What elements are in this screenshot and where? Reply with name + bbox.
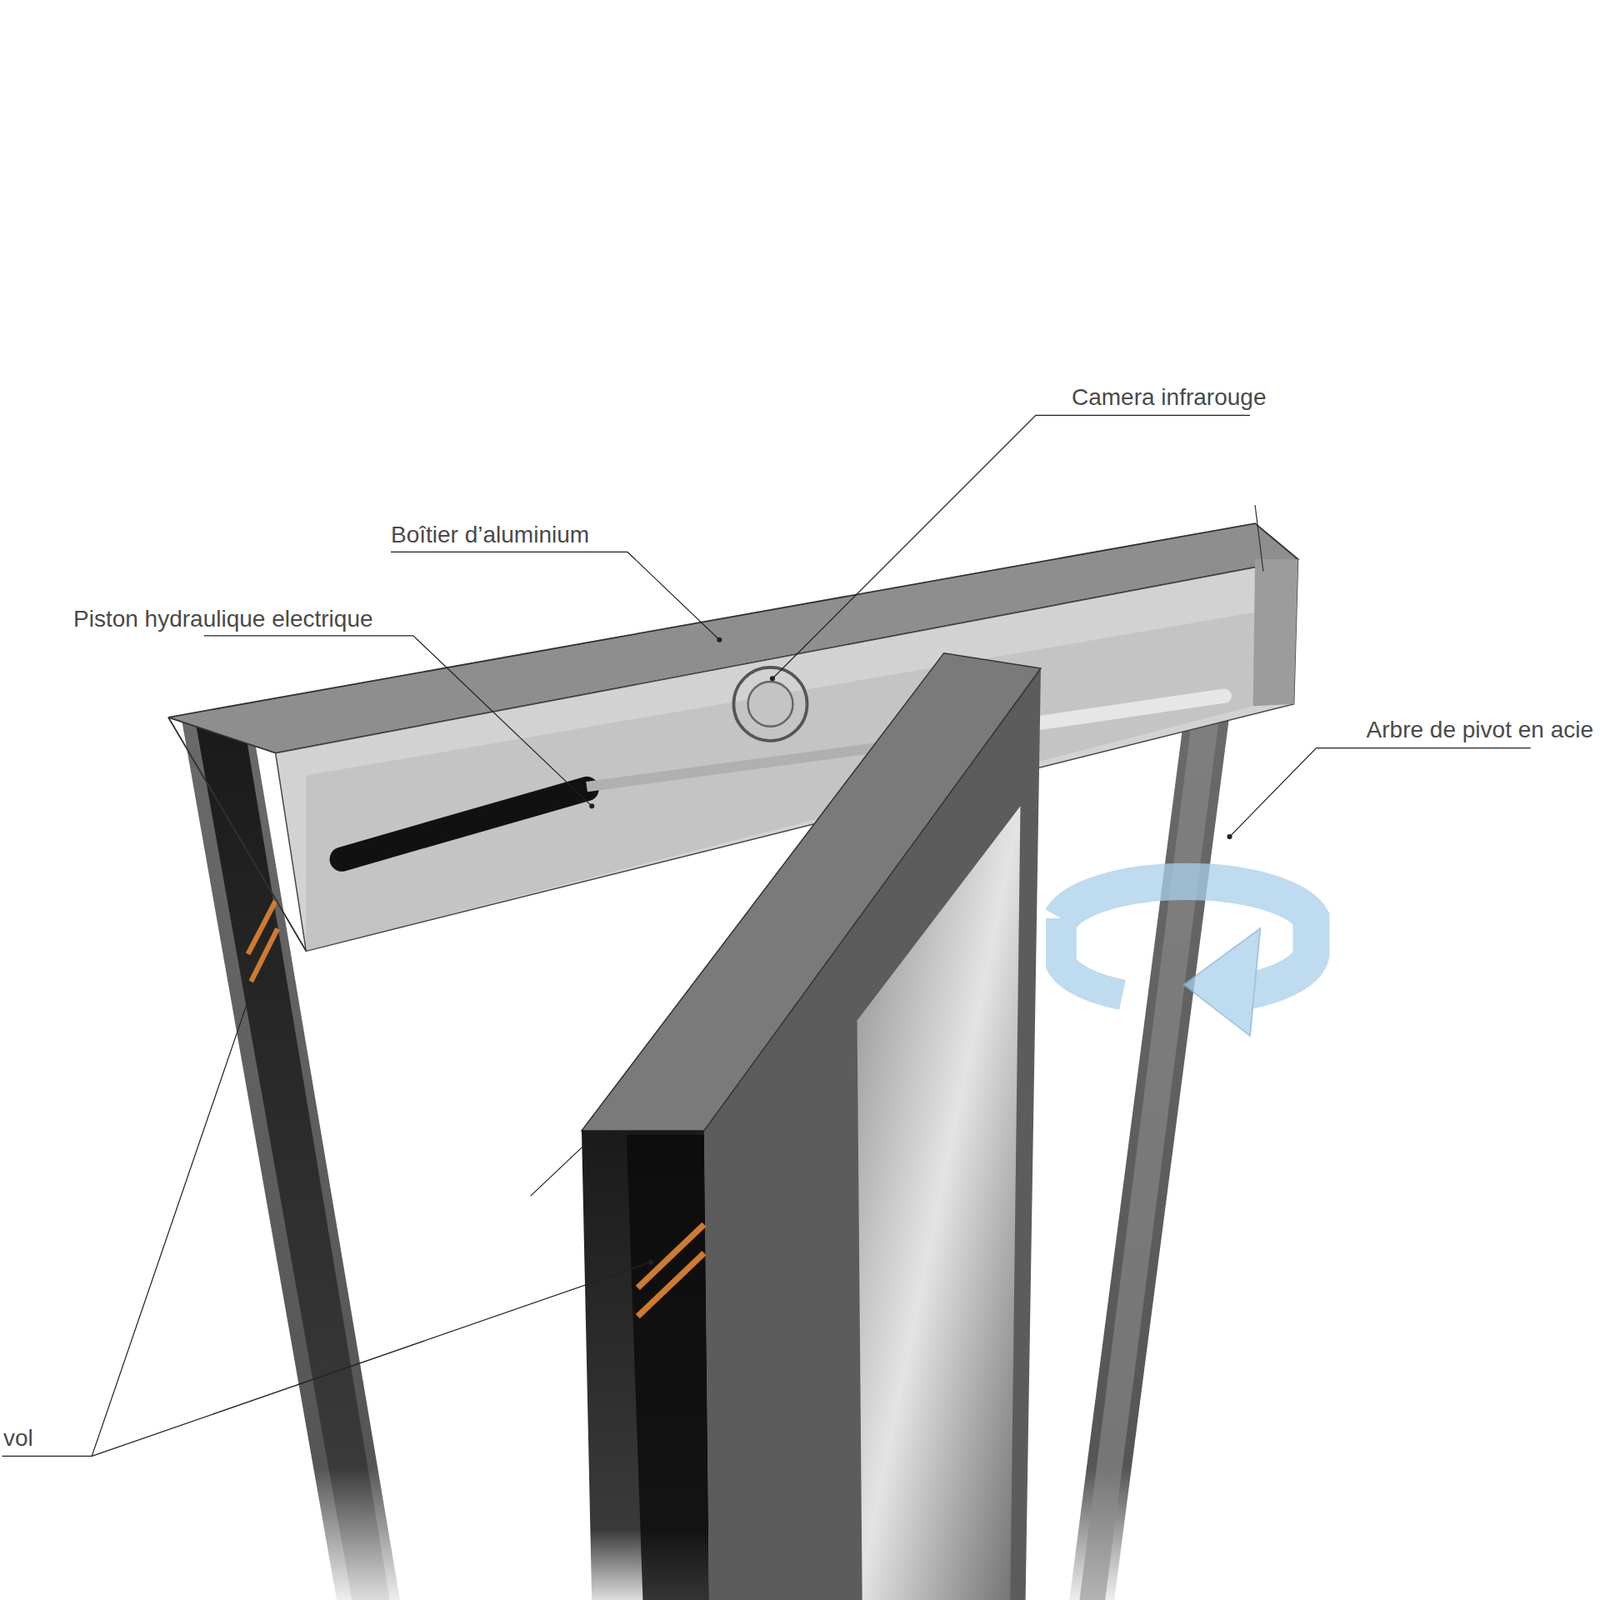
leader-line (772, 415, 1250, 679)
part-label: Camera infrarouge (1071, 383, 1266, 412)
arrow-head (1183, 928, 1260, 1036)
box-edge (168, 717, 306, 951)
leader-dots (589, 637, 1232, 1265)
door-glass (857, 805, 1021, 1600)
orange-stripe (637, 1253, 705, 1317)
rotation-arrow (1060, 881, 1311, 1036)
leader-lines (1, 415, 1530, 1456)
leader-line (91, 1262, 651, 1457)
part-label: Arbre de pivot en acie (1366, 715, 1594, 745)
leader-dot (648, 1260, 654, 1265)
rotation-band (1060, 881, 1311, 995)
part-label: vol (3, 1424, 34, 1453)
leader-dot (716, 637, 722, 643)
door-strip (626, 1135, 710, 1600)
leader-line (204, 635, 592, 806)
orange-stripe (637, 1224, 705, 1288)
right-jamb (1069, 714, 1230, 1600)
door-leaf (581, 653, 1041, 1600)
box-end (1253, 559, 1299, 706)
door-edge (581, 1130, 710, 1600)
sketch-line (1255, 505, 1264, 572)
door-top (581, 653, 1041, 1131)
camera (733, 667, 807, 741)
sketch-line (530, 1142, 587, 1196)
leader-line (1, 995, 250, 1456)
part-label: Piston hydraulique electrique (73, 605, 374, 634)
camera-lens (748, 681, 794, 727)
jamb-body (1069, 714, 1230, 1600)
leader-dot (589, 803, 595, 809)
leader-dot (770, 675, 775, 681)
part-label: Boîtier d’aluminium (390, 520, 590, 550)
leader-line (390, 551, 720, 640)
orange-stripe (250, 928, 278, 982)
jamb-face (1080, 716, 1220, 1600)
leader-dot (1226, 834, 1232, 840)
leader-line (1230, 748, 1531, 838)
piston-cylinder (341, 789, 587, 860)
rotation-band (1060, 918, 1122, 995)
